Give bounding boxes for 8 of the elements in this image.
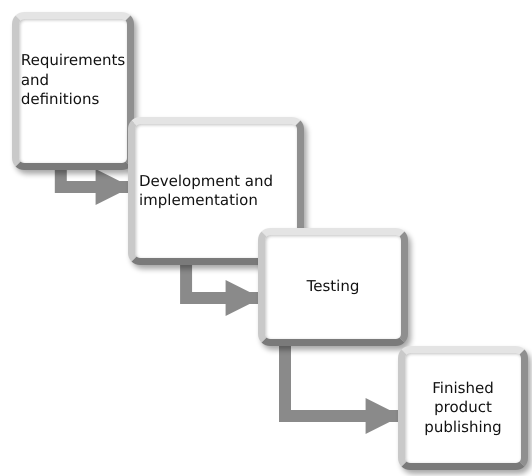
- stage-label: Requirements and definitions: [20, 50, 126, 110]
- stage-box: [12, 12, 134, 170]
- stage-box: [128, 117, 304, 265]
- stage-box: [258, 228, 408, 346]
- stage-label: Testing: [306, 276, 360, 298]
- stage-box: [398, 346, 528, 470]
- stage-label: Development and implementation: [138, 170, 274, 211]
- stage-label: Finished product publishing: [423, 378, 503, 438]
